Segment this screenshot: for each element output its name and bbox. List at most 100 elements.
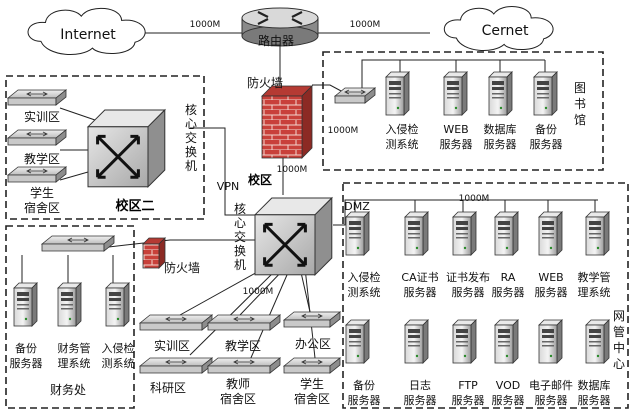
finance-server-l2-2: 测系统 <box>102 357 135 370</box>
dmz-title-0: 网 <box>613 309 625 323</box>
switch-jiaoxue <box>206 314 282 331</box>
switch-keyan <box>138 357 214 374</box>
library-server-l2-3: 服务器 <box>530 138 563 151</box>
switch-c2-shixun <box>6 89 68 106</box>
dmz-label: DMZ <box>344 200 370 213</box>
dmz-row1-l1-5: 教学管 <box>578 270 611 284</box>
finance-title: 财务处 <box>50 382 86 397</box>
devices <box>6 6 610 374</box>
campus-label: 校区 <box>248 172 272 187</box>
firewall-left <box>142 237 166 269</box>
link-core-jiaoxue <box>239 267 286 316</box>
area-jiaoshi: 教师 <box>226 376 250 391</box>
label-1000m-cernet: 1000M <box>350 20 381 30</box>
dmz-row1-server-2 <box>452 211 477 256</box>
label-1000m-dmz: 1000M <box>459 194 490 204</box>
core-switch-c2-label-2: 交 <box>185 130 197 145</box>
dmz-row1-l2-1: 服务器 <box>404 286 437 299</box>
link-core-finance <box>99 239 256 249</box>
dmz-row2-l2-2: 服务器 <box>452 394 485 407</box>
dmz-row2-server-1 <box>404 319 429 364</box>
dmz-row2-l2-3: 服务器 <box>492 394 525 407</box>
dmz-row2-l2-4: 服务器 <box>535 394 568 407</box>
core-switch-campus-label-3: 换 <box>234 244 246 258</box>
area-bangong: 办公区 <box>295 336 331 351</box>
core-switch-campus2 <box>86 108 167 189</box>
switch-c2-jiaoxue <box>6 129 68 146</box>
c2-area-sushe: 宿舍区 <box>24 200 60 215</box>
label-1000m-core: 1000M <box>277 165 308 175</box>
dmz-row1-l1-2: 证书发布 <box>446 270 490 284</box>
vpn-label: VPN <box>217 180 239 193</box>
switch-bangong <box>282 311 342 328</box>
library-title-1: 书 <box>574 97 586 111</box>
internet-cloud <box>27 7 146 55</box>
dmz-row2-server-0 <box>345 319 370 364</box>
dmz-row1-l1-3: RA <box>501 271 516 284</box>
dmz-row2-l1-4: 电子邮件 <box>529 379 573 392</box>
library-server-l1-2: 数据库 <box>484 122 517 136</box>
dmz-row2-l1-2: FTP <box>458 379 478 392</box>
cernet-cloud <box>443 6 554 51</box>
c2-area-jiaoxue: 教学区 <box>24 151 60 166</box>
finance-server-l2-1: 理系统 <box>58 357 91 370</box>
label-1000m-areas: 1000M <box>243 287 274 297</box>
cernet-label: Cernet <box>482 23 529 39</box>
dmz-row1-l1-1: CA证书 <box>401 271 438 284</box>
campus2-label: 校区二 <box>115 198 154 214</box>
link-firewall-libswitch <box>312 84 344 93</box>
link-library-bus <box>361 59 545 92</box>
link-core-bangong <box>299 267 311 313</box>
area-xuesheng-sushe: 宿舍区 <box>294 391 330 406</box>
library-server-l1-0: 入侵检 <box>386 122 419 136</box>
firewall-left-label: 防火墙 <box>164 260 200 275</box>
box-dmz <box>342 182 629 409</box>
link-core-jiaoshi <box>249 267 291 361</box>
dmz-row2-l1-5: 数据库 <box>578 378 611 392</box>
dmz-title-2: 中 <box>613 340 625 355</box>
dmz-row2-l1-0: 备份 <box>353 378 375 392</box>
library-server-backup <box>533 71 558 116</box>
dmz-row2-l1-1: 日志 <box>409 379 431 392</box>
library-server-l2-1: 服务器 <box>440 138 473 151</box>
c2-area-xuesheng: 学生 <box>30 185 54 200</box>
area-jiaoshi-sushe: 宿舍区 <box>220 391 256 406</box>
box-library <box>322 51 604 171</box>
dmz-row1-server-3 <box>494 211 519 256</box>
library-server-l2-2: 服务器 <box>484 138 517 151</box>
library-server-l1-3: 备份 <box>535 122 557 136</box>
box-campus2 <box>5 75 205 220</box>
group-boxes <box>5 51 629 409</box>
switch-jiaoshi <box>206 357 282 374</box>
core-switch-campus-label-0: 核 <box>234 202 246 216</box>
dmz-row1-l2-5: 理系统 <box>578 286 611 299</box>
finance-server-l1-2: 入侵检 <box>102 341 135 355</box>
dmz-row1-server-5 <box>585 211 610 256</box>
library-server-l1-1: WEB <box>443 123 468 136</box>
library-title-2: 馆 <box>574 112 586 127</box>
dmz-row2-l1-3: VOD <box>496 379 520 392</box>
switch-library <box>333 87 377 104</box>
dmz-row2-server-3 <box>494 319 519 364</box>
dmz-row1-server-1 <box>404 211 429 256</box>
dmz-row1-l2-4: 服务器 <box>535 286 568 299</box>
finance-server-l1-0: 备份 <box>15 341 37 355</box>
dmz-row1-server-4 <box>538 211 563 256</box>
box-finance <box>5 225 135 409</box>
dmz-title-3: 心 <box>613 357 625 371</box>
link-campus2-core <box>190 127 256 216</box>
dmz-row1-l2-3: 服务器 <box>492 286 525 299</box>
dmz-row2-server-4 <box>538 319 563 364</box>
dmz-row2-l2-1: 服务器 <box>404 394 437 407</box>
dmz-row2-l2-0: 服务器 <box>348 394 381 407</box>
core-switch-c2-label-0: 核 <box>185 103 197 117</box>
dmz-row1-l1-4: WEB <box>538 271 563 284</box>
library-server-l2-0: 测系统 <box>386 138 419 151</box>
finance-server-backup <box>13 282 38 327</box>
dmz-row1-l1-0: 入侵检 <box>348 270 381 284</box>
internet-label: Internet <box>60 27 116 43</box>
link-core-dmz <box>333 199 598 226</box>
label-1000m-internet: 1000M <box>190 20 221 30</box>
